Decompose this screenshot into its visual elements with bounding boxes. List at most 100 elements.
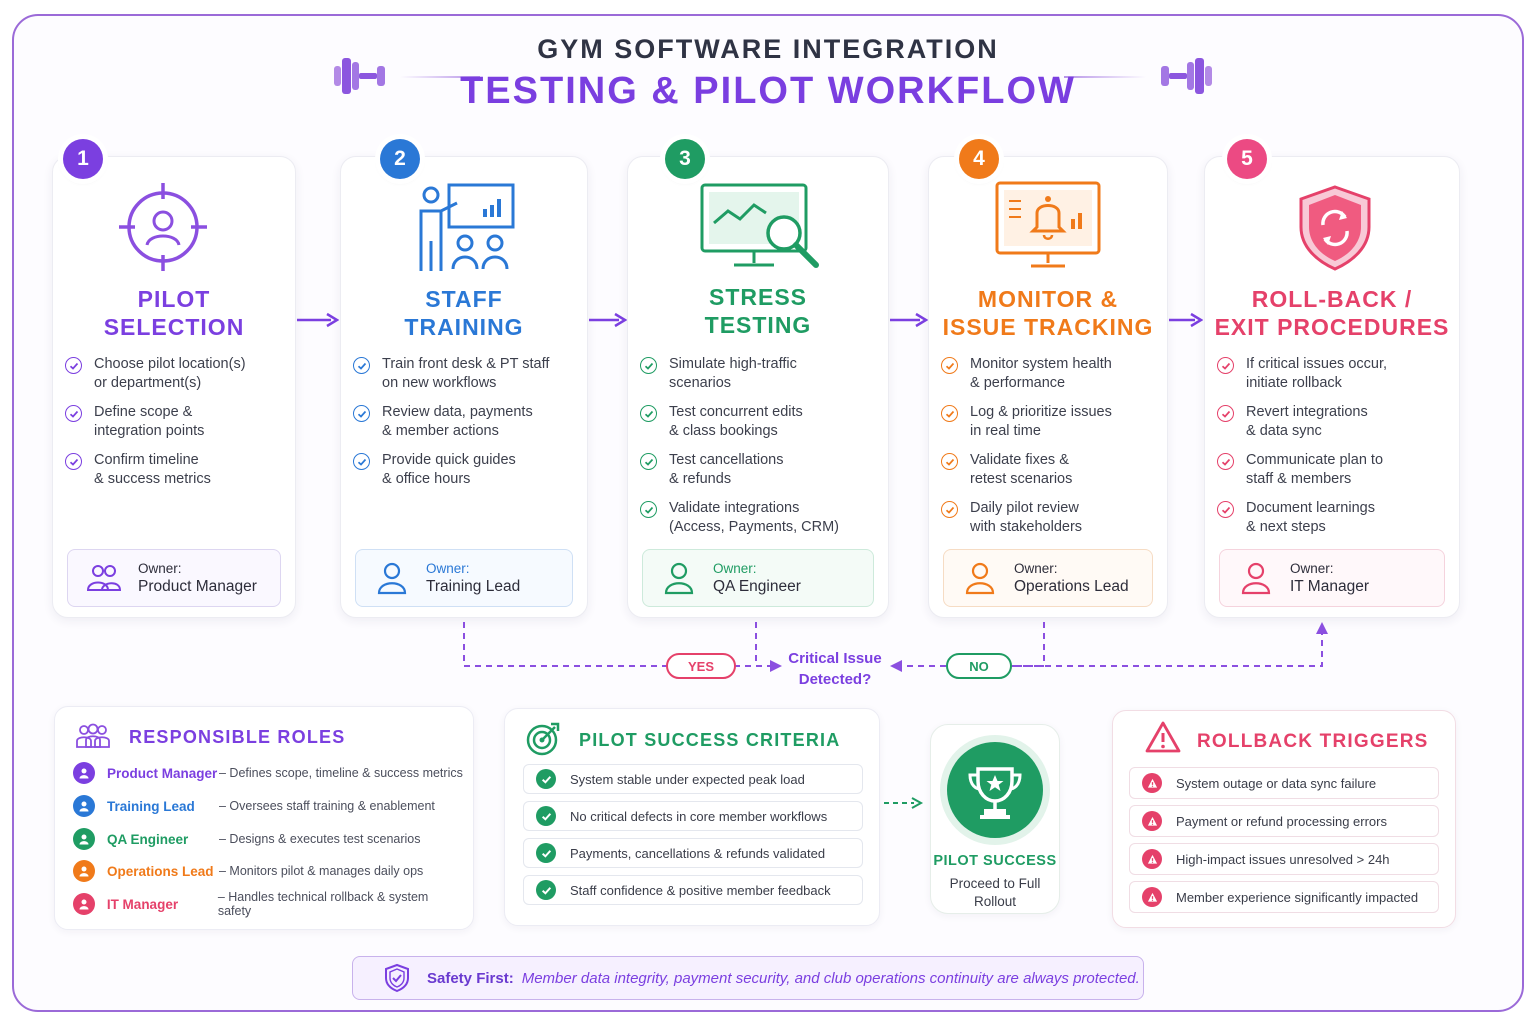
- person-icon: [1241, 562, 1271, 595]
- header-divider-left: [400, 76, 480, 78]
- pilot-success-text: Proceed to Full Rollout: [949, 876, 1041, 909]
- arrow-right-icon: [890, 312, 928, 328]
- team-icon: [76, 723, 110, 748]
- list-item: Test concurrent edits& class bookings: [640, 403, 880, 441]
- check-icon: [640, 453, 657, 470]
- avatar: [73, 893, 95, 915]
- success-criteria-panel: PILOT SUCCESS CRITERIA System stable und…: [504, 708, 880, 926]
- role-row: Operations Lead – Monitors pilot & manag…: [73, 858, 463, 884]
- step-card-monitor-issue-tracking: MONITOR & ISSUE TRACKING Monitor system …: [928, 156, 1168, 618]
- step-title-line2: TRAINING: [404, 314, 524, 340]
- check-icon: [65, 405, 82, 422]
- step-title-line1: STRESS: [708, 284, 808, 310]
- trigger-item: Member experience significantly impacted: [1129, 881, 1439, 913]
- trophy-icon: [940, 735, 1050, 845]
- check-icon: [353, 405, 370, 422]
- target-person-icon: [119, 183, 207, 271]
- owner-label: Owner:: [713, 560, 757, 576]
- trigger-item: Payment or refund processing errors: [1129, 805, 1439, 837]
- role-row: Product Manager – Defines scope, timelin…: [73, 760, 463, 786]
- alert-icon: [1142, 849, 1162, 869]
- list-item: Define scope &integration points: [65, 403, 287, 441]
- role-name: Operations Lead: [107, 863, 214, 879]
- yes-pill: YES: [666, 653, 736, 679]
- step-title-line1: MONITOR &: [977, 286, 1119, 312]
- check-icon: [941, 453, 958, 470]
- owner-box: Owner: Training Lead: [355, 549, 573, 607]
- owner-box: Owner: QA Engineer: [642, 549, 874, 607]
- owner-box: Owner: IT Manager: [1219, 549, 1445, 607]
- step-title-line1: ROLL-BACK /: [1251, 286, 1413, 312]
- footer-text: Member data integrity, payment security,…: [521, 969, 1140, 987]
- monitor-magnifier-icon: [700, 183, 819, 268]
- step-title-line1: PILOT: [137, 286, 211, 312]
- owner-value: IT Manager: [1290, 577, 1369, 595]
- list-item: Revert integrations& data sync: [1217, 403, 1451, 441]
- step-title-line2: SELECTION: [103, 314, 245, 340]
- role-desc: – Handles technical rollback & system sa…: [217, 890, 429, 918]
- pilot-success-title: PILOT SUCCESS: [933, 853, 1057, 869]
- person-icon: [377, 562, 407, 595]
- check-icon: [640, 405, 657, 422]
- check-circle-icon: [536, 806, 556, 826]
- owner-label: Owner:: [138, 560, 182, 576]
- page-subtitle: GYM SOFTWARE INTEGRATION: [537, 34, 999, 64]
- team-icon: [86, 565, 122, 591]
- role-name: Training Lead: [107, 798, 195, 814]
- role-row: Training Lead – Oversees staff training …: [73, 793, 463, 819]
- criteria-title: PILOT SUCCESS CRITERIA: [579, 730, 841, 750]
- check-icon: [1217, 405, 1234, 422]
- check-icon: [1217, 501, 1234, 518]
- check-circle-icon: [536, 769, 556, 789]
- check-icon: [941, 501, 958, 518]
- dumbbell-right-icon: [1161, 58, 1212, 94]
- dumbbell-left-icon: [334, 58, 385, 94]
- role-name: Product Manager: [107, 765, 218, 781]
- role-desc: – Monitors pilot & manages daily ops: [219, 864, 424, 878]
- avatar: [73, 795, 95, 817]
- criteria-item: System stable under expected peak load: [523, 764, 863, 794]
- check-icon: [640, 501, 657, 518]
- list-item: Test cancellations& refunds: [640, 451, 880, 489]
- role-desc: – Oversees staff training & enablement: [219, 799, 435, 813]
- step-card-rollback-exit: ROLL-BACK / EXIT PROCEDURES If critical …: [1204, 156, 1460, 618]
- no-pill: NO: [946, 653, 1012, 679]
- list-item: Provide quick guides& office hours: [353, 451, 579, 489]
- list-item: If critical issues occur,initiate rollba…: [1217, 355, 1451, 393]
- step-number-badge: 4: [959, 139, 999, 179]
- responsible-roles-panel: RESPONSIBLE ROLES Product Manager – Defi…: [54, 706, 474, 930]
- criteria-item: Payments, cancellations & refunds valida…: [523, 838, 863, 868]
- owner-value: Product Manager: [138, 577, 257, 595]
- owner-box: Owner: Product Manager: [67, 549, 281, 607]
- dashed-arrow-right-icon: [884, 797, 924, 809]
- role-name: IT Manager: [106, 896, 179, 912]
- list-item: Validate integrations(Access, Payments, …: [640, 499, 880, 537]
- check-circle-icon: [536, 880, 556, 900]
- safety-footer: Safety First: Member data integrity, pay…: [352, 956, 1144, 1000]
- role-name: QA Engineer: [107, 831, 189, 847]
- trigger-item: System outage or data sync failure: [1129, 767, 1439, 799]
- header-divider-right: [1064, 76, 1146, 78]
- page-title: TESTING & PILOT WORKFLOW: [460, 70, 1076, 112]
- criteria-item: No critical defects in core member workf…: [523, 801, 863, 831]
- check-icon: [353, 453, 370, 470]
- check-icon: [1217, 453, 1234, 470]
- triggers-title: ROLLBACK TRIGGERS: [1197, 731, 1429, 752]
- pilot-success-box: PILOT SUCCESS Proceed to Full Rollout: [930, 724, 1060, 914]
- avatar: [73, 828, 95, 850]
- arrow-right-icon: [297, 312, 339, 328]
- alert-icon: [1142, 887, 1162, 907]
- person-icon: [965, 562, 995, 595]
- step-title-line2: EXIT PROCEDURES: [1214, 314, 1450, 340]
- trainer-presentation-icon: [419, 183, 515, 271]
- step-card-pilot-selection: PILOT SELECTION Choose pilot location(s)…: [52, 156, 296, 618]
- monitor-bell-icon: [995, 181, 1101, 268]
- rollback-triggers-panel: ROLLBACK TRIGGERS System outage or data …: [1112, 710, 1456, 928]
- warning-icon: [1145, 721, 1181, 753]
- avatar: [73, 860, 95, 882]
- step-title-line1: STAFF: [425, 286, 503, 312]
- check-icon: [65, 357, 82, 374]
